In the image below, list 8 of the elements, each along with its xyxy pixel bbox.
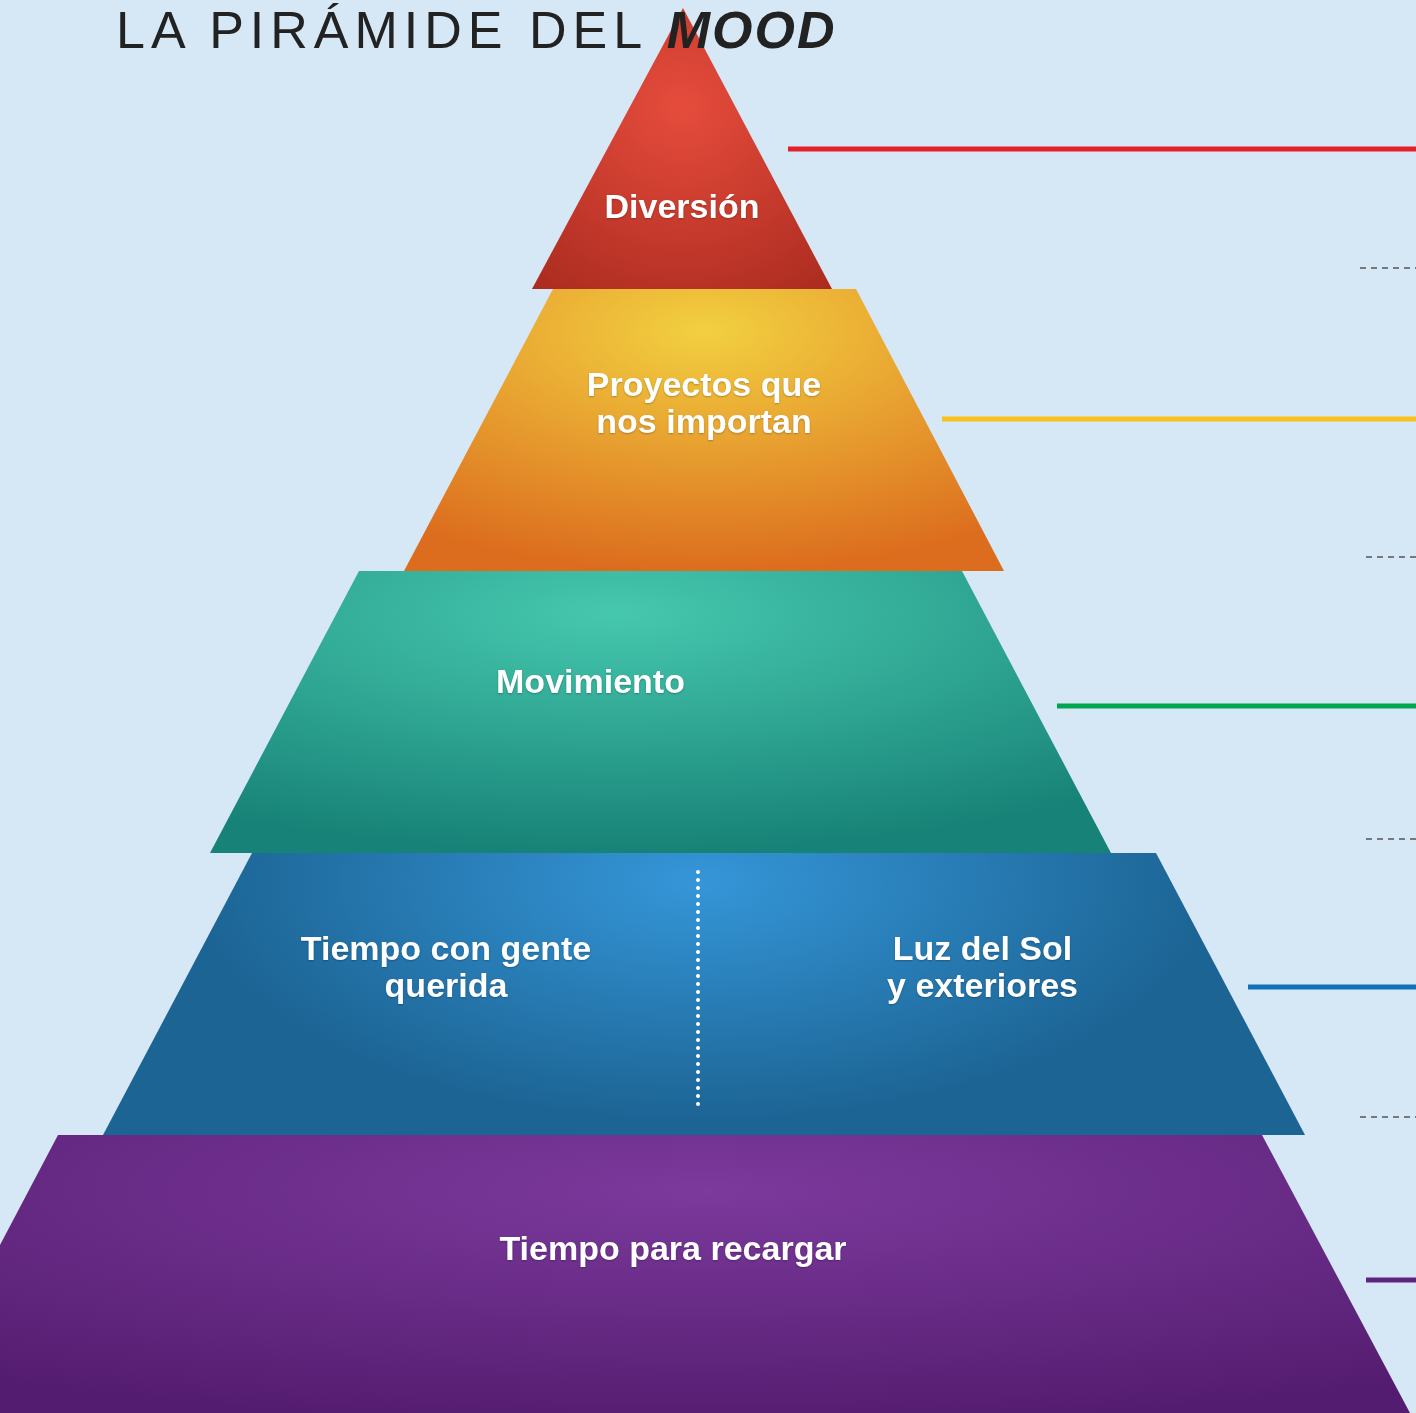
tier-label: Luz del Sol y exteriores [886,930,1079,1004]
tier-label: Tiempo para recargar [499,1230,847,1267]
pyramid-tier [210,571,1111,853]
tier-label: Diversión [604,188,760,225]
tier-label: Tiempo con gente querida [299,930,593,1004]
tier-label: Proyectos que nos importan [585,366,823,440]
tier-label: Movimiento [496,663,685,700]
pyramid-top-triangle [532,8,832,289]
